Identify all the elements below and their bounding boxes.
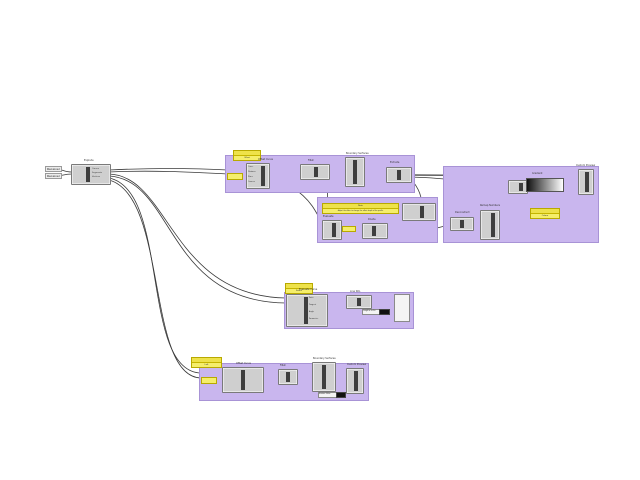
group3-stage2-title: Line SDL xyxy=(350,290,361,293)
group-preview[interactable] xyxy=(443,166,599,243)
group4-fillet-component[interactable] xyxy=(278,369,298,385)
group1-value-note[interactable] xyxy=(227,173,243,180)
group3-note[interactable]: Points xyxy=(285,283,313,294)
output-panel[interactable] xyxy=(394,294,410,322)
group4-stage3-title: Boundary Surfaces xyxy=(313,357,336,360)
slider-note[interactable] xyxy=(342,226,356,232)
wire-src-group3-a xyxy=(108,173,287,299)
group4-note[interactable]: Loft xyxy=(191,357,222,368)
group2-stage-a: Deconstruct xyxy=(455,211,470,214)
wire-src-group1-a xyxy=(108,168,229,171)
length-slider-label[interactable]: Length = 0.250 xyxy=(362,309,380,315)
group4-preview-component[interactable] xyxy=(346,368,364,394)
offset-curve-component[interactable]: Curve Distance Plane Corners xyxy=(246,163,270,189)
group1-sub-title: Evaluate xyxy=(323,215,334,218)
group4-value-note[interactable] xyxy=(201,377,217,384)
explode-component[interactable]: Curves Segments Vertices xyxy=(71,164,111,185)
group1-stage4-title: Extrude xyxy=(390,161,400,164)
group2-note[interactable]: Colour xyxy=(530,208,560,219)
group4-stage2-title: Fillet xyxy=(280,364,286,367)
group1-note[interactable]: Offset xyxy=(233,150,261,161)
group3-main-title: Evaluate Curve xyxy=(299,288,318,291)
evaluate-component[interactable] xyxy=(322,220,342,240)
deconstruct-component[interactable] xyxy=(450,217,474,231)
custom-preview-component[interactable] xyxy=(578,169,594,195)
receiver-param-a[interactable]: Receiver xyxy=(45,166,62,172)
line-sdl-component[interactable] xyxy=(346,295,372,309)
source-output-1: Segments xyxy=(92,172,103,174)
receiver-param-b[interactable]: Receiver xyxy=(45,173,62,179)
gradient-input-component[interactable] xyxy=(508,180,528,194)
fillet-component[interactable] xyxy=(300,164,330,180)
source-output-2: Vertices xyxy=(92,176,100,178)
remap-component[interactable] xyxy=(480,210,500,240)
group4-slider-label[interactable]: Number Slider xyxy=(318,392,338,398)
group2-title: Custom Preview xyxy=(576,164,596,167)
group4-main-title: Offset Curve xyxy=(236,362,251,365)
source-title: Explode xyxy=(84,159,94,162)
divide-component[interactable] xyxy=(362,223,388,239)
group4-stage4-title: Custom Preview xyxy=(347,363,367,366)
group1-sub-note[interactable]: Note Adjust the slider to change the off… xyxy=(322,203,399,214)
group2-stage-b: Remap Numbers xyxy=(480,204,500,207)
wire-src-group4-b xyxy=(108,179,202,379)
group4-offset-component[interactable] xyxy=(222,367,264,393)
group1-stage2-title: Fillet xyxy=(308,159,314,162)
group4-boundary-component[interactable] xyxy=(312,362,336,392)
extrude-component[interactable] xyxy=(386,167,412,183)
wire-src-group4-a xyxy=(108,177,202,374)
group1-stage3-title: Boundary Surfaces xyxy=(346,152,369,155)
boundary-surfaces-component[interactable] xyxy=(345,157,365,187)
gradient-label: Gradient xyxy=(532,172,543,175)
group1-main-title: Offset Curve xyxy=(258,158,273,161)
source-output-0: Curves xyxy=(92,168,99,170)
group4-slider[interactable] xyxy=(336,392,346,398)
length-slider[interactable] xyxy=(379,309,390,315)
evaluate-curve-component[interactable]: Point Tangent Angle Parameter xyxy=(286,294,328,327)
wire-src-group1-b xyxy=(108,170,229,175)
group1-sub-stage-title: Divide xyxy=(368,218,376,221)
wire-src-group3-b xyxy=(108,175,287,304)
gradient-control[interactable] xyxy=(526,178,564,192)
list-component[interactable] xyxy=(402,203,436,221)
